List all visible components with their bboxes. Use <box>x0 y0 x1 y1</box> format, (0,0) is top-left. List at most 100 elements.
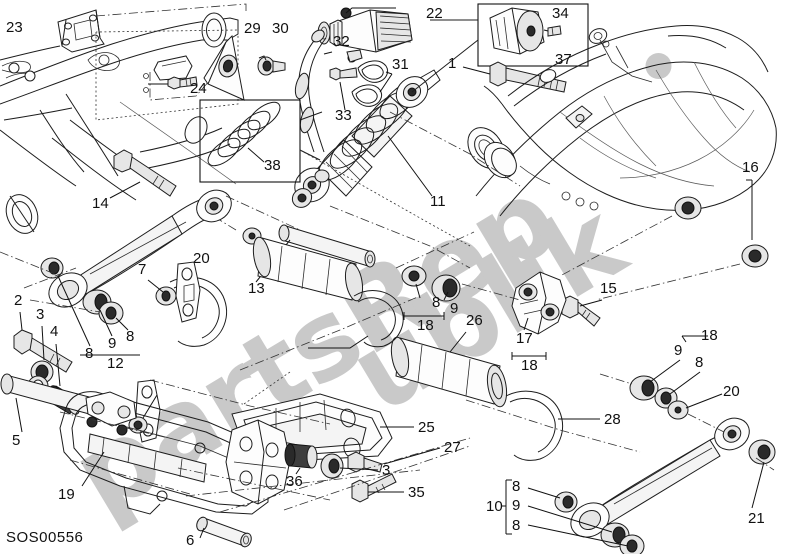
callout-34: 34 <box>552 5 569 22</box>
lead-7a <box>147 279 164 293</box>
construction-bottom <box>177 437 471 513</box>
callout-17: 17 <box>516 330 533 347</box>
callout-30: 30 <box>272 20 289 37</box>
callout-8: 8 <box>85 345 94 362</box>
part-35-bolt <box>351 473 397 503</box>
part-27-bolt <box>347 451 383 473</box>
callout-5: 5 <box>12 432 21 449</box>
callout-4: 4 <box>50 323 59 340</box>
inset-spring-box <box>199 99 323 183</box>
axis-2 <box>225 195 301 231</box>
callout-1: 1 <box>448 55 457 72</box>
bottom-hub <box>225 419 291 505</box>
callout-13: 13 <box>248 280 265 297</box>
part-17-rocker <box>511 271 567 335</box>
lead-11 <box>387 135 433 197</box>
callout-9d: 9 <box>512 497 521 514</box>
callout-24: 24 <box>190 80 207 97</box>
axis-6 <box>465 399 641 453</box>
lead-33 <box>339 81 346 111</box>
frame-upper-left <box>0 12 239 234</box>
lead-22 <box>345 7 396 14</box>
callout-20: 20 <box>193 250 210 267</box>
callout-29: 29 <box>244 20 261 37</box>
callout-15: 15 <box>600 280 617 297</box>
part-30-fastener <box>257 55 286 76</box>
inset-adjuster-box <box>477 3 589 67</box>
part-15-bolt <box>561 295 601 327</box>
callout-12: 12 <box>107 355 124 372</box>
part-26-cylinder-2 <box>390 336 508 408</box>
callout-37: 37 <box>555 51 572 68</box>
part-13-pin <box>278 224 376 268</box>
lead-8c <box>415 283 421 299</box>
axis-9 <box>243 371 291 405</box>
part-28-snap-rings <box>169 276 563 461</box>
lead-8b-l <box>115 317 129 331</box>
callout-32: 32 <box>333 33 350 50</box>
lead-15 <box>579 299 603 307</box>
callout-20b: 20 <box>723 383 740 400</box>
callout-14: 14 <box>92 195 109 212</box>
axis-8 <box>299 149 471 247</box>
callout-28: 28 <box>604 411 621 428</box>
callout-8f: 8 <box>512 517 521 534</box>
lead-20b <box>685 393 723 409</box>
callout-18: 18 <box>417 317 434 334</box>
callout-3: 3 <box>36 306 45 323</box>
construction-ur <box>599 373 775 471</box>
lead-21 <box>751 461 765 509</box>
part-24-bolt <box>167 76 198 90</box>
lead-31 <box>379 71 393 93</box>
axis-4 <box>239 295 421 371</box>
part-6-pin <box>196 516 252 548</box>
axis-7 <box>389 111 521 187</box>
lead-9-l <box>99 309 113 337</box>
callout-9c: 9 <box>674 342 683 359</box>
lead-8-l <box>57 275 91 347</box>
callout-27: 27 <box>444 439 461 456</box>
connecting-rod-left <box>48 189 232 308</box>
lead-3b <box>339 467 379 471</box>
construction-16 <box>559 215 741 301</box>
axis-3 <box>329 205 471 269</box>
part-2-bolt <box>13 329 73 373</box>
lead-1 <box>462 66 491 75</box>
bracket-18 <box>403 312 445 320</box>
callout-8c: 8 <box>432 294 441 311</box>
lead-9d <box>527 505 613 533</box>
callout-10: 10 <box>486 498 503 515</box>
lead-8f <box>527 524 629 547</box>
drawing-code: SOS00556 <box>6 529 84 546</box>
callout-9b: 9 <box>450 300 459 317</box>
callout-8b: 8 <box>126 328 135 345</box>
lead-38 <box>247 147 265 163</box>
part-14-bolt <box>113 149 177 197</box>
callout-2: 2 <box>14 292 23 309</box>
callout-16: 16 <box>742 159 759 176</box>
callout-31: 31 <box>392 56 409 73</box>
callout-36: 36 <box>286 473 303 490</box>
part-32-hose <box>294 29 327 153</box>
lead-2 <box>19 311 23 331</box>
lead-32 <box>323 51 333 55</box>
part-36-spacer <box>284 443 318 469</box>
lead-4 <box>55 343 61 387</box>
lead-19 <box>81 451 105 487</box>
lead-16 <box>746 179 753 240</box>
callout-8e: 8 <box>512 478 521 495</box>
callout-22: 22 <box>426 5 443 22</box>
lead-28b <box>308 335 369 349</box>
callout-35: 35 <box>408 484 425 501</box>
callout-38: 38 <box>264 157 281 174</box>
callout-11: 11 <box>430 193 446 210</box>
callout-7: 7 <box>138 261 147 278</box>
lead-3 <box>41 325 45 361</box>
lead-6 <box>199 527 205 539</box>
part-23-bracket <box>57 9 105 53</box>
bracket-18b <box>511 352 547 360</box>
axis-1 <box>0 251 61 277</box>
lead-8d <box>669 371 701 395</box>
lead-9c <box>649 359 681 383</box>
lead-5 <box>15 397 23 433</box>
